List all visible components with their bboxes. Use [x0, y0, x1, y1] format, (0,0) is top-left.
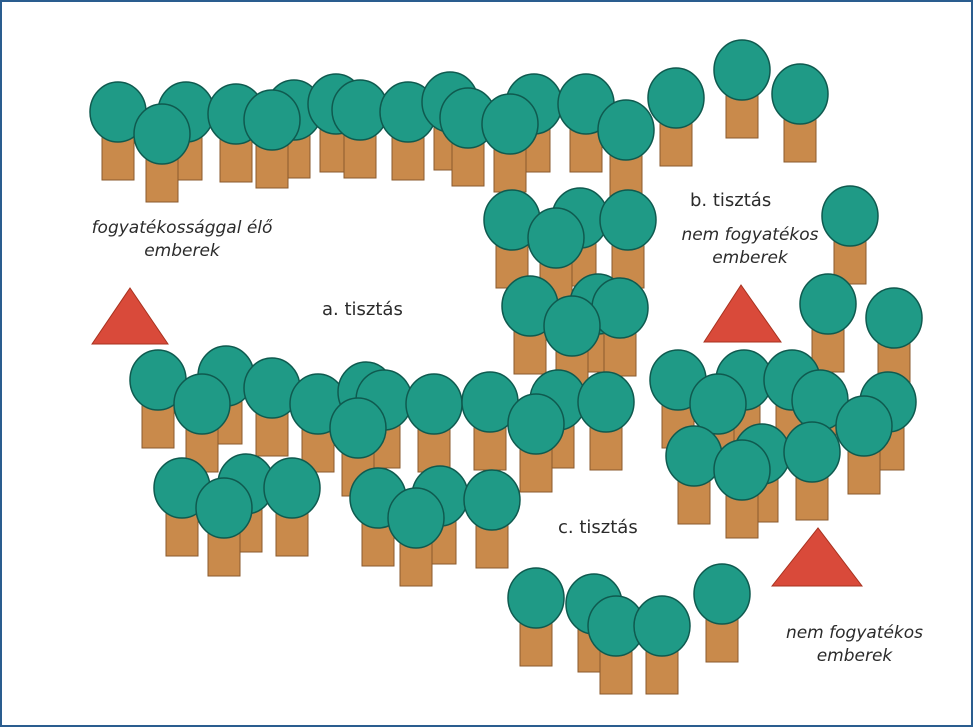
tree-crown — [633, 595, 691, 657]
tree-icon — [507, 393, 565, 493]
tree-crown — [507, 567, 565, 629]
tree-icon — [463, 469, 521, 569]
tree-crown — [799, 273, 857, 335]
group-left-label-line1: fogyatékossággal élő — [91, 218, 273, 238]
tree-icon — [665, 425, 723, 525]
tree-crown — [647, 67, 705, 129]
tree-icon — [331, 79, 389, 179]
tree-crown — [597, 99, 655, 161]
tree-icon — [195, 477, 253, 577]
tree-icon — [693, 563, 751, 663]
tree-crown — [771, 63, 829, 125]
clearing-c-label: c. tisztás — [558, 517, 638, 538]
tree-crown — [387, 487, 445, 549]
tree-crown — [693, 563, 751, 625]
tree-crown — [527, 207, 585, 269]
tree-icon — [173, 373, 231, 473]
tree-icon — [507, 567, 565, 667]
tree-crown — [329, 397, 387, 459]
tree-crown — [713, 39, 771, 101]
tree-icon — [587, 595, 645, 695]
triangle-b-icon — [703, 284, 782, 343]
tree-crown — [665, 425, 723, 487]
group-c-label: nem fogyatékos emberek — [772, 622, 937, 668]
tree-crown — [243, 89, 301, 151]
tree-icon — [783, 421, 841, 521]
tree-icon — [821, 185, 879, 285]
tree-crown — [783, 421, 841, 483]
group-c-label-line1: nem fogyatékos — [785, 623, 924, 643]
group-c-label-line2: emberek — [816, 646, 893, 666]
group-b-label: nem fogyatékos emberek — [665, 224, 835, 270]
tree-crown — [481, 93, 539, 155]
group-left-label-line2: emberek — [144, 241, 220, 261]
tree-icon — [133, 103, 191, 203]
tree-crown — [263, 457, 321, 519]
triangle-left-icon — [91, 287, 169, 345]
tree-icon — [597, 99, 655, 199]
tree-icon — [527, 207, 585, 307]
tree-icon — [633, 595, 691, 695]
tree-crown — [599, 189, 657, 251]
tree-icon — [713, 39, 771, 139]
tree-icon — [387, 487, 445, 587]
tree-icon — [835, 395, 893, 495]
tree-icon — [405, 373, 463, 473]
tree-icon — [89, 81, 147, 181]
tree-crown — [543, 295, 601, 357]
tree-icon — [647, 67, 705, 167]
tree-icon — [577, 371, 635, 471]
clearing-a-label: a. tisztás — [322, 299, 403, 320]
group-left-label: fogyatékossággal élő emberek — [72, 217, 292, 263]
triangle-c-icon — [770, 527, 864, 587]
tree-crown — [865, 287, 923, 349]
tree-crown — [463, 469, 521, 531]
tree-crown — [195, 477, 253, 539]
tree-icon — [263, 457, 321, 557]
tree-icon — [599, 189, 657, 289]
tree-icon — [713, 439, 771, 539]
tree-crown — [835, 395, 893, 457]
clearing-b-label: b. tisztás — [690, 190, 772, 211]
tree-icon — [243, 89, 301, 189]
group-b-label-line1: nem fogyatékos — [681, 225, 819, 245]
tree-icon — [771, 63, 829, 163]
tree-crown — [689, 373, 747, 435]
tree-crown — [577, 371, 635, 433]
tree-crown — [133, 103, 191, 165]
tree-crown — [507, 393, 565, 455]
tree-crown — [405, 373, 463, 435]
tree-crown — [713, 439, 771, 501]
group-b-label-line2: emberek — [712, 248, 788, 268]
tree-icon — [799, 273, 857, 373]
tree-icon — [243, 357, 301, 457]
tree-icon — [591, 277, 649, 377]
tree-icon — [461, 371, 519, 471]
tree-icon — [481, 93, 539, 193]
tree-crown — [173, 373, 231, 435]
tree-icon — [865, 287, 923, 387]
tree-crown — [821, 185, 879, 247]
